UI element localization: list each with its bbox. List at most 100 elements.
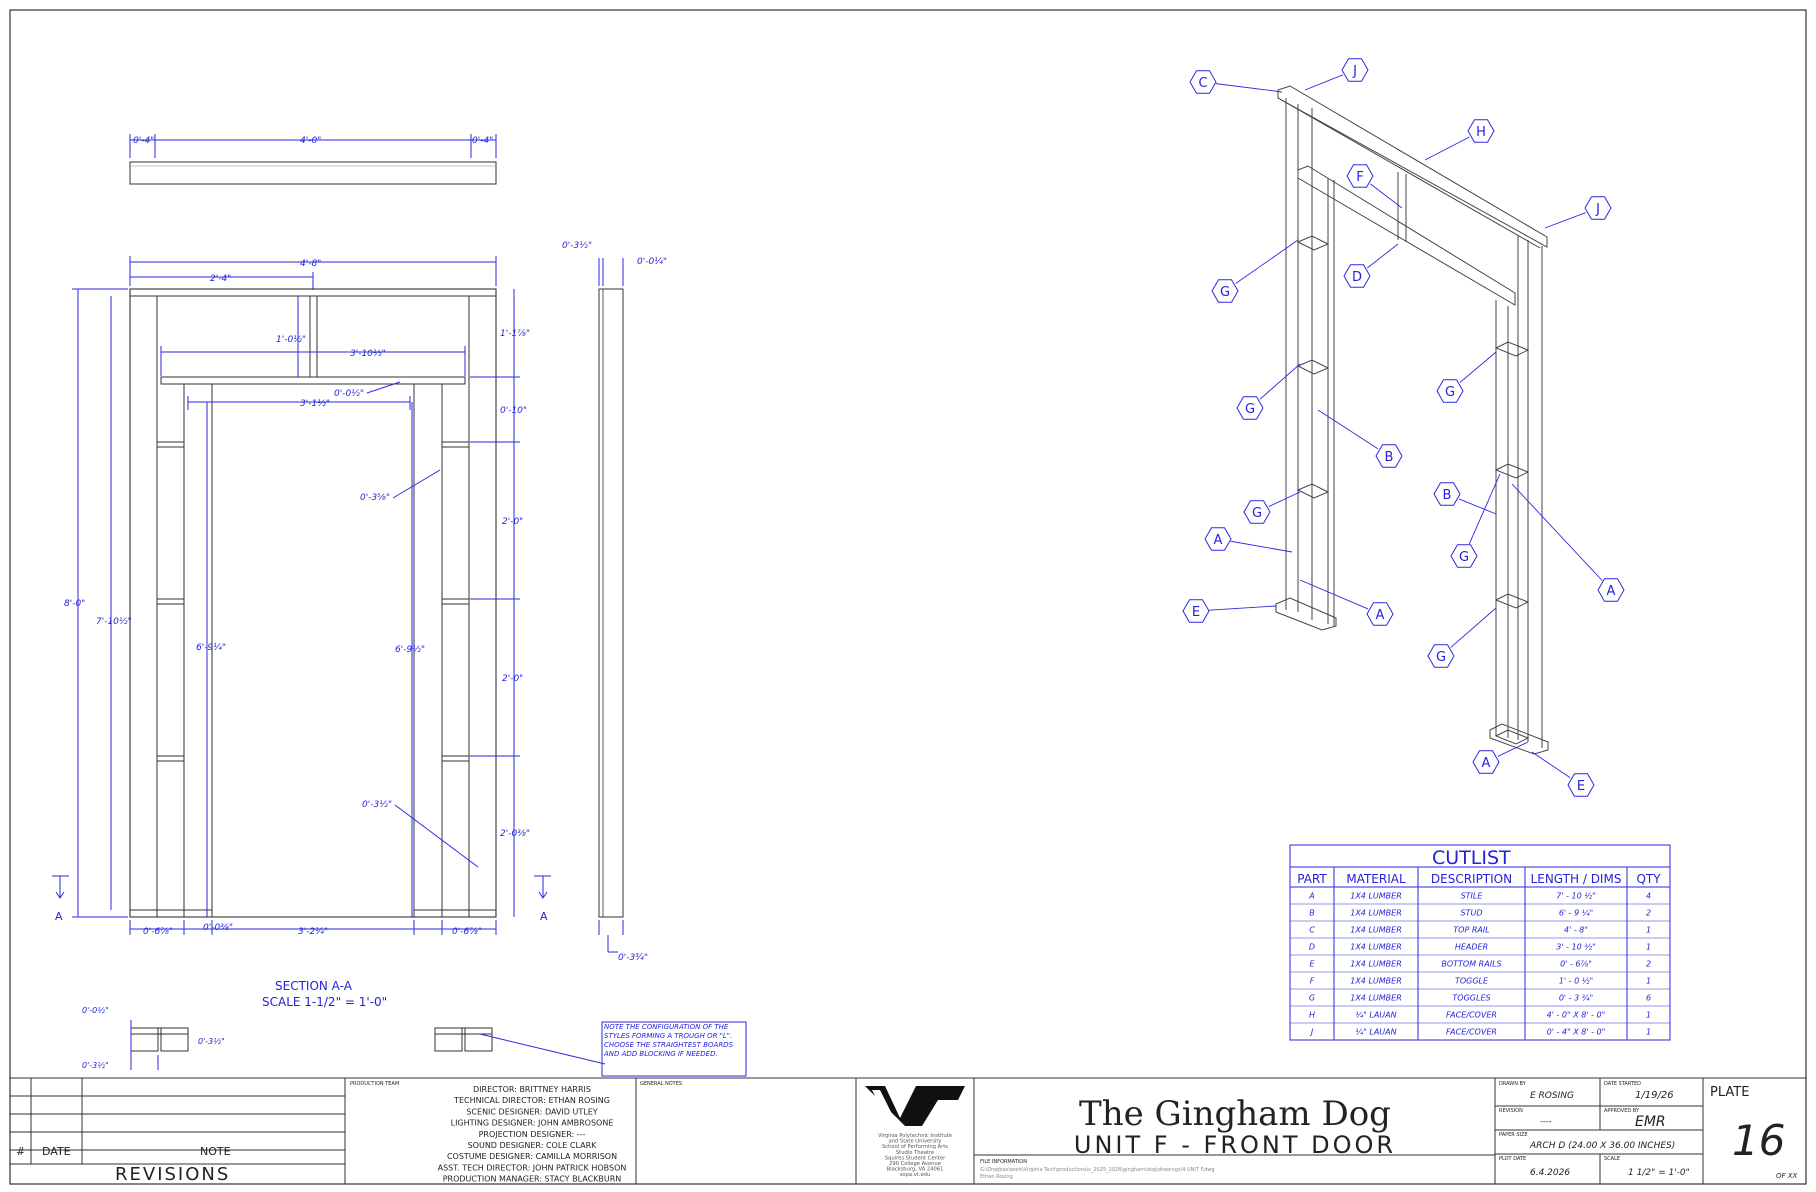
dim-bottom-right: 0'-6⅞" <box>452 927 482 937</box>
iso-callout-letter: A <box>1376 608 1385 623</box>
address-line: Blacksburg, VA 24061 <box>887 1167 944 1173</box>
dim-stud-offset: 0'-3⅝" <box>360 493 390 503</box>
iso-callout-letter: G <box>1220 285 1230 300</box>
address-line: 290 College Avenue <box>889 1161 941 1167</box>
iso-callout-letter: F <box>1356 170 1363 185</box>
general-notes-label: GENERAL NOTES <box>640 1081 682 1087</box>
construction-note: NOTE THE CONFIGURATION OF THE STYLES FOR… <box>601 1021 747 1077</box>
dim-right-1: 1'-1⅞" <box>500 329 530 339</box>
section-details: 0'-0½" 0'-3½" 0'-3½" <box>82 1006 606 1070</box>
revision-label: REVISION <box>1499 1108 1523 1114</box>
iso-callout-letter: G <box>1459 550 1469 565</box>
team-member: TECHNICAL DIRECTOR: ETHAN ROSING <box>453 1096 610 1105</box>
dim-half-width: 2'-4" <box>210 274 231 284</box>
iso-callout: E <box>1531 751 1595 797</box>
drawn-by: E ROSING <box>1530 1091 1574 1101</box>
cutlist-cell: C <box>1309 926 1315 935</box>
cutlist-cell: A <box>1308 892 1314 901</box>
cutlist-cell: 1 <box>1646 1011 1651 1020</box>
team-member: PROJECTION DESIGNER: --- <box>479 1130 586 1139</box>
file-info-label: FILE INFORMATION <box>980 1159 1027 1165</box>
dim-stud-right: 6'-9½" <box>395 645 425 655</box>
cutlist-cell: 6' - 9 ¼" <box>1559 909 1593 918</box>
dim-toggle: 0'-3½" <box>362 800 392 810</box>
cutlist-cell: TOP RAIL <box>1453 926 1489 935</box>
address-line: and State University <box>889 1139 942 1145</box>
team-member: SOUND DESIGNER: COLE CLARK <box>468 1141 598 1150</box>
cutlist-cell: 0' - 3 ¾" <box>1559 994 1593 1003</box>
cutlist-cell: 4' - 8" <box>1564 926 1588 935</box>
drawn-by-label: DRAWN BY <box>1499 1081 1527 1087</box>
cutlist-cell: HEADER <box>1455 943 1488 952</box>
cutlist-cell: TOGGLE <box>1455 977 1489 986</box>
cutlist-cell: 1X4 LUMBER <box>1350 960 1402 969</box>
cutlist-cell: 1X4 LUMBER <box>1350 892 1402 901</box>
paper-size: ARCH D (24.00 X 36.00 INCHES) <box>1529 1141 1675 1151</box>
dim-bottom-left: 0'-6⅞" <box>143 927 173 937</box>
cutlist-cell: STUD <box>1461 909 1483 918</box>
cutlist-cell: 0' - 6⅞" <box>1560 960 1592 969</box>
plot-date: 6.4.2026 <box>1530 1168 1570 1178</box>
team-label: PRODUCTION TEAM <box>350 1081 399 1087</box>
dim-right-5: 2'-0⅜" <box>500 829 530 839</box>
dim-right-2: 0'-10" <box>500 406 527 416</box>
cutlist-cell: 4' - 0" X 8' - 0" <box>1547 1011 1606 1020</box>
cutlist-cell: BOTTOM RAILS <box>1441 960 1501 969</box>
iso-callout-letter: J <box>1352 64 1357 79</box>
approved-label: APPROVED BY <box>1604 1108 1640 1114</box>
iso-callout-letter: E <box>1192 605 1200 620</box>
cutlist-cell: TOGGLES <box>1452 994 1490 1003</box>
cutlist-cell: G <box>1309 994 1315 1003</box>
team-member: ASST. TECH DIRECTOR: JOHN PATRICK HOBSON <box>438 1163 627 1172</box>
iso-callout: G <box>1450 473 1501 568</box>
side-dim-top-right: 0'-0¼" <box>637 257 667 267</box>
iso-callout-letter: C <box>1198 76 1207 91</box>
cutlist-cell: 1X4 LUMBER <box>1350 994 1402 1003</box>
iso-callout-letter: A <box>1482 756 1491 771</box>
dim-header-width: 3'-10½" <box>350 349 386 359</box>
cutlist-cell: H <box>1309 1011 1315 1020</box>
cutlist-cell: 1X4 LUMBER <box>1350 943 1402 952</box>
iso-callout-letter: G <box>1445 385 1455 400</box>
iso-callout-letter: D <box>1352 270 1362 285</box>
side-dim-bottom: 0'-3¾" <box>618 953 648 963</box>
iso-callout-letter: G <box>1245 402 1255 417</box>
side-dim-top-left: 0'-3½" <box>562 241 592 251</box>
cutlist-header: PART <box>1297 872 1327 886</box>
address-line: Virginia Polytechnic Institute <box>878 1133 952 1139</box>
cutlist-cell: J <box>1309 1028 1314 1037</box>
iso-callout: G <box>1427 607 1497 668</box>
iso-callout: G <box>1243 491 1301 524</box>
cutlist-cell: ¼" LAUAN <box>1355 1011 1396 1020</box>
plate-area: PLATE 16 OF XX <box>1710 1085 1798 1180</box>
rev-hash: # <box>16 1145 25 1158</box>
team-member: DIRECTOR: BRITTNEY HARRIS <box>473 1085 591 1094</box>
revisions-label: REVISIONS <box>115 1164 230 1185</box>
iso-callout: G <box>1211 239 1299 303</box>
address-line: sopa.vt.edu <box>900 1172 931 1178</box>
revisions-area: # DATE NOTE REVISIONS <box>16 1145 231 1185</box>
cutlist-cell: 1 <box>1646 943 1651 952</box>
rev-date: DATE <box>42 1145 71 1158</box>
iso-callout: C <box>1189 70 1283 94</box>
iso-callout-letter: A <box>1607 584 1616 599</box>
cutlist-cell: D <box>1309 943 1315 952</box>
iso-callout: D <box>1343 243 1399 288</box>
title-block <box>10 1077 1806 1184</box>
iso-callout: G <box>1236 363 1301 420</box>
cutlist-cell: 1 <box>1646 926 1651 935</box>
iso-callout-letter: A <box>1214 533 1223 548</box>
top-dim-right: 0'-4" <box>472 136 493 146</box>
team-member: SCENIC DESIGNER: DAVID UTLEY <box>466 1107 597 1116</box>
top-dim-left: 0'-4" <box>133 136 154 146</box>
cutlist-cell: FACE/COVER <box>1446 1011 1497 1020</box>
team-member: COSTUME DESIGNER: CAMILLA MORRISON <box>447 1152 617 1161</box>
isometric-view <box>1275 85 1549 755</box>
address-line: Squires Student Center <box>885 1155 946 1161</box>
file-path: G:\Dropbox\work\Virginia Tech\production… <box>980 1167 1215 1173</box>
dim-header-drop: 1'-0½" <box>276 335 306 345</box>
iso-callout: J <box>1304 58 1369 91</box>
cutlist-title: CUTLIST <box>1432 847 1511 869</box>
